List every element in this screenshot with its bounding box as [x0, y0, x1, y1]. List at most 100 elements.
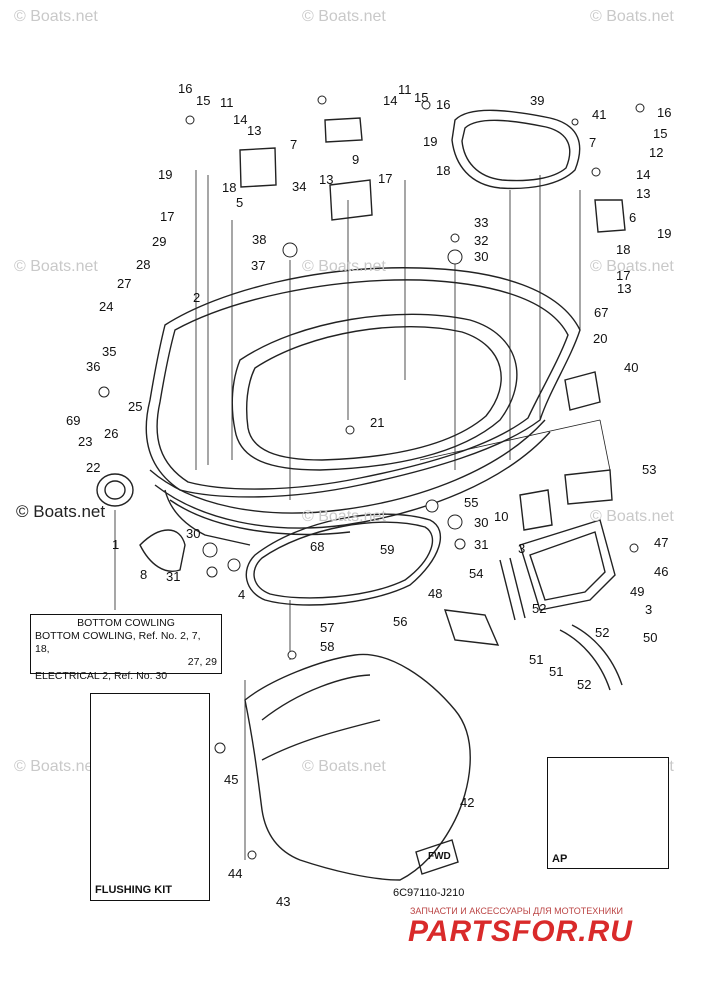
ref-label: 46 [654, 564, 669, 579]
ref-label: 15 [414, 90, 429, 105]
box-line: BOTTOM COWLING, Ref. No. 2, 7, 18, [35, 630, 201, 656]
watermark: © Boats.net [590, 8, 674, 25]
ref-label: 15 [653, 126, 668, 141]
ref-label: 11 [220, 95, 234, 110]
watermark: © Boats.net [302, 758, 386, 775]
ref-label: 19 [158, 167, 173, 182]
ref-label: 6 [629, 210, 637, 225]
ref-label: 55 [464, 495, 479, 510]
ref-label: 18 [222, 180, 237, 195]
ref-label: 32 [474, 233, 489, 248]
ref-label: 30 [474, 249, 489, 264]
ref-label: 13 [636, 186, 651, 201]
watermark: © Boats.net [302, 508, 386, 525]
copyright-label: © Boats.net [16, 502, 106, 521]
ref-label: 47 [654, 535, 669, 550]
ref-label: 18 [616, 242, 631, 257]
ref-label: 16 [178, 81, 193, 96]
ap-accessory-box: AP [547, 757, 669, 869]
ref-label: 40 [624, 360, 639, 375]
ref-label: 21 [370, 415, 385, 430]
ref-label: 3 [645, 602, 653, 617]
ref-label: 48 [428, 586, 443, 601]
ref-label: 19 [657, 226, 672, 241]
box-line: ELECTRICAL 2, Ref. No. 30 [35, 669, 168, 682]
ref-label: 14 [636, 167, 651, 182]
ref-label: 23 [78, 434, 93, 449]
watermark: © Boats.net [14, 8, 98, 25]
ref-label: 37 [251, 258, 266, 273]
ref-label: 45 [224, 772, 239, 787]
box-line: 27, 29 [187, 656, 217, 669]
ref-label: 28 [136, 257, 151, 272]
ref-label: 15 [196, 93, 211, 108]
ref-label: 3 [518, 541, 526, 556]
ap-label: AP [552, 853, 568, 865]
ref-label: 10 [494, 509, 509, 524]
ref-label: 51 [549, 664, 564, 679]
ref-label: 42 [460, 795, 475, 810]
ref-label: 59 [380, 542, 395, 557]
ref-label: 34 [292, 179, 307, 194]
ref-label: 50 [643, 630, 658, 645]
ref-label: 14 [233, 112, 248, 127]
ref-label: 14 [383, 93, 398, 108]
ref-label: 20 [593, 331, 608, 346]
ref-label: 31 [474, 537, 489, 552]
ref-label: 33 [474, 215, 489, 230]
ref-label: 26 [104, 426, 119, 441]
ref-label: 17 [160, 209, 175, 224]
ref-label: 11 [398, 82, 412, 97]
ref-label: 16 [657, 105, 672, 120]
ref-label: 30 [474, 515, 489, 530]
fwd-arrow-label: FWD [428, 851, 451, 862]
ref-label: 7 [290, 137, 298, 152]
ref-label: 57 [320, 620, 335, 635]
ref-label: 69 [66, 413, 81, 428]
ref-label: 17 [378, 171, 393, 186]
ref-label: 1 [112, 537, 120, 552]
flushing-kit-label: FLUSHING KIT [95, 884, 172, 896]
bottom-cowling-info-box: BOTTOM COWLING BOTTOM COWLING, Ref. No. … [30, 614, 222, 682]
ref-label: 17 [616, 268, 631, 283]
box-title: BOTTOM COWLING [77, 617, 175, 629]
ref-label: 31 [166, 569, 181, 584]
ref-label: 68 [310, 539, 325, 554]
ref-label: 30 [186, 526, 201, 541]
ref-label: 35 [102, 344, 117, 359]
ref-label: 22 [86, 460, 101, 475]
ref-label: 52 [595, 625, 610, 640]
ref-label: 67 [594, 305, 609, 320]
ref-label: 27 [117, 276, 132, 291]
ref-label: 25 [128, 399, 143, 414]
ref-label: 13 [247, 123, 262, 138]
ref-label: 9 [352, 152, 360, 167]
ref-label: 19 [423, 134, 438, 149]
ref-label: 38 [252, 232, 267, 247]
ref-label: 8 [140, 567, 148, 582]
ref-label: 53 [642, 462, 657, 477]
ref-label: 39 [530, 93, 545, 108]
ref-label: 5 [236, 195, 244, 210]
ref-label: 43 [276, 894, 291, 909]
ref-label: 4 [238, 587, 246, 602]
watermark: © Boats.net [302, 8, 386, 25]
ref-label: 18 [436, 163, 451, 178]
ref-label: 36 [86, 359, 101, 374]
ref-label: 54 [469, 566, 484, 581]
ref-label: 52 [577, 677, 592, 692]
ref-label: 12 [649, 145, 664, 160]
watermark: © Boats.net [302, 258, 386, 275]
ref-label: 29 [152, 234, 167, 249]
ref-label: 7 [589, 135, 597, 150]
ref-label: 52 [532, 601, 547, 616]
flushing-kit-box: FLUSHING KIT [90, 693, 210, 901]
ref-label: 56 [393, 614, 408, 629]
ref-label: 49 [630, 584, 645, 599]
watermark: © Boats.net [590, 508, 674, 525]
ref-label: 44 [228, 866, 243, 881]
ref-label: 2 [193, 290, 201, 305]
watermark: © Boats.net [14, 758, 98, 775]
ref-label: 41 [592, 107, 607, 122]
ref-label: 13 [319, 172, 334, 187]
